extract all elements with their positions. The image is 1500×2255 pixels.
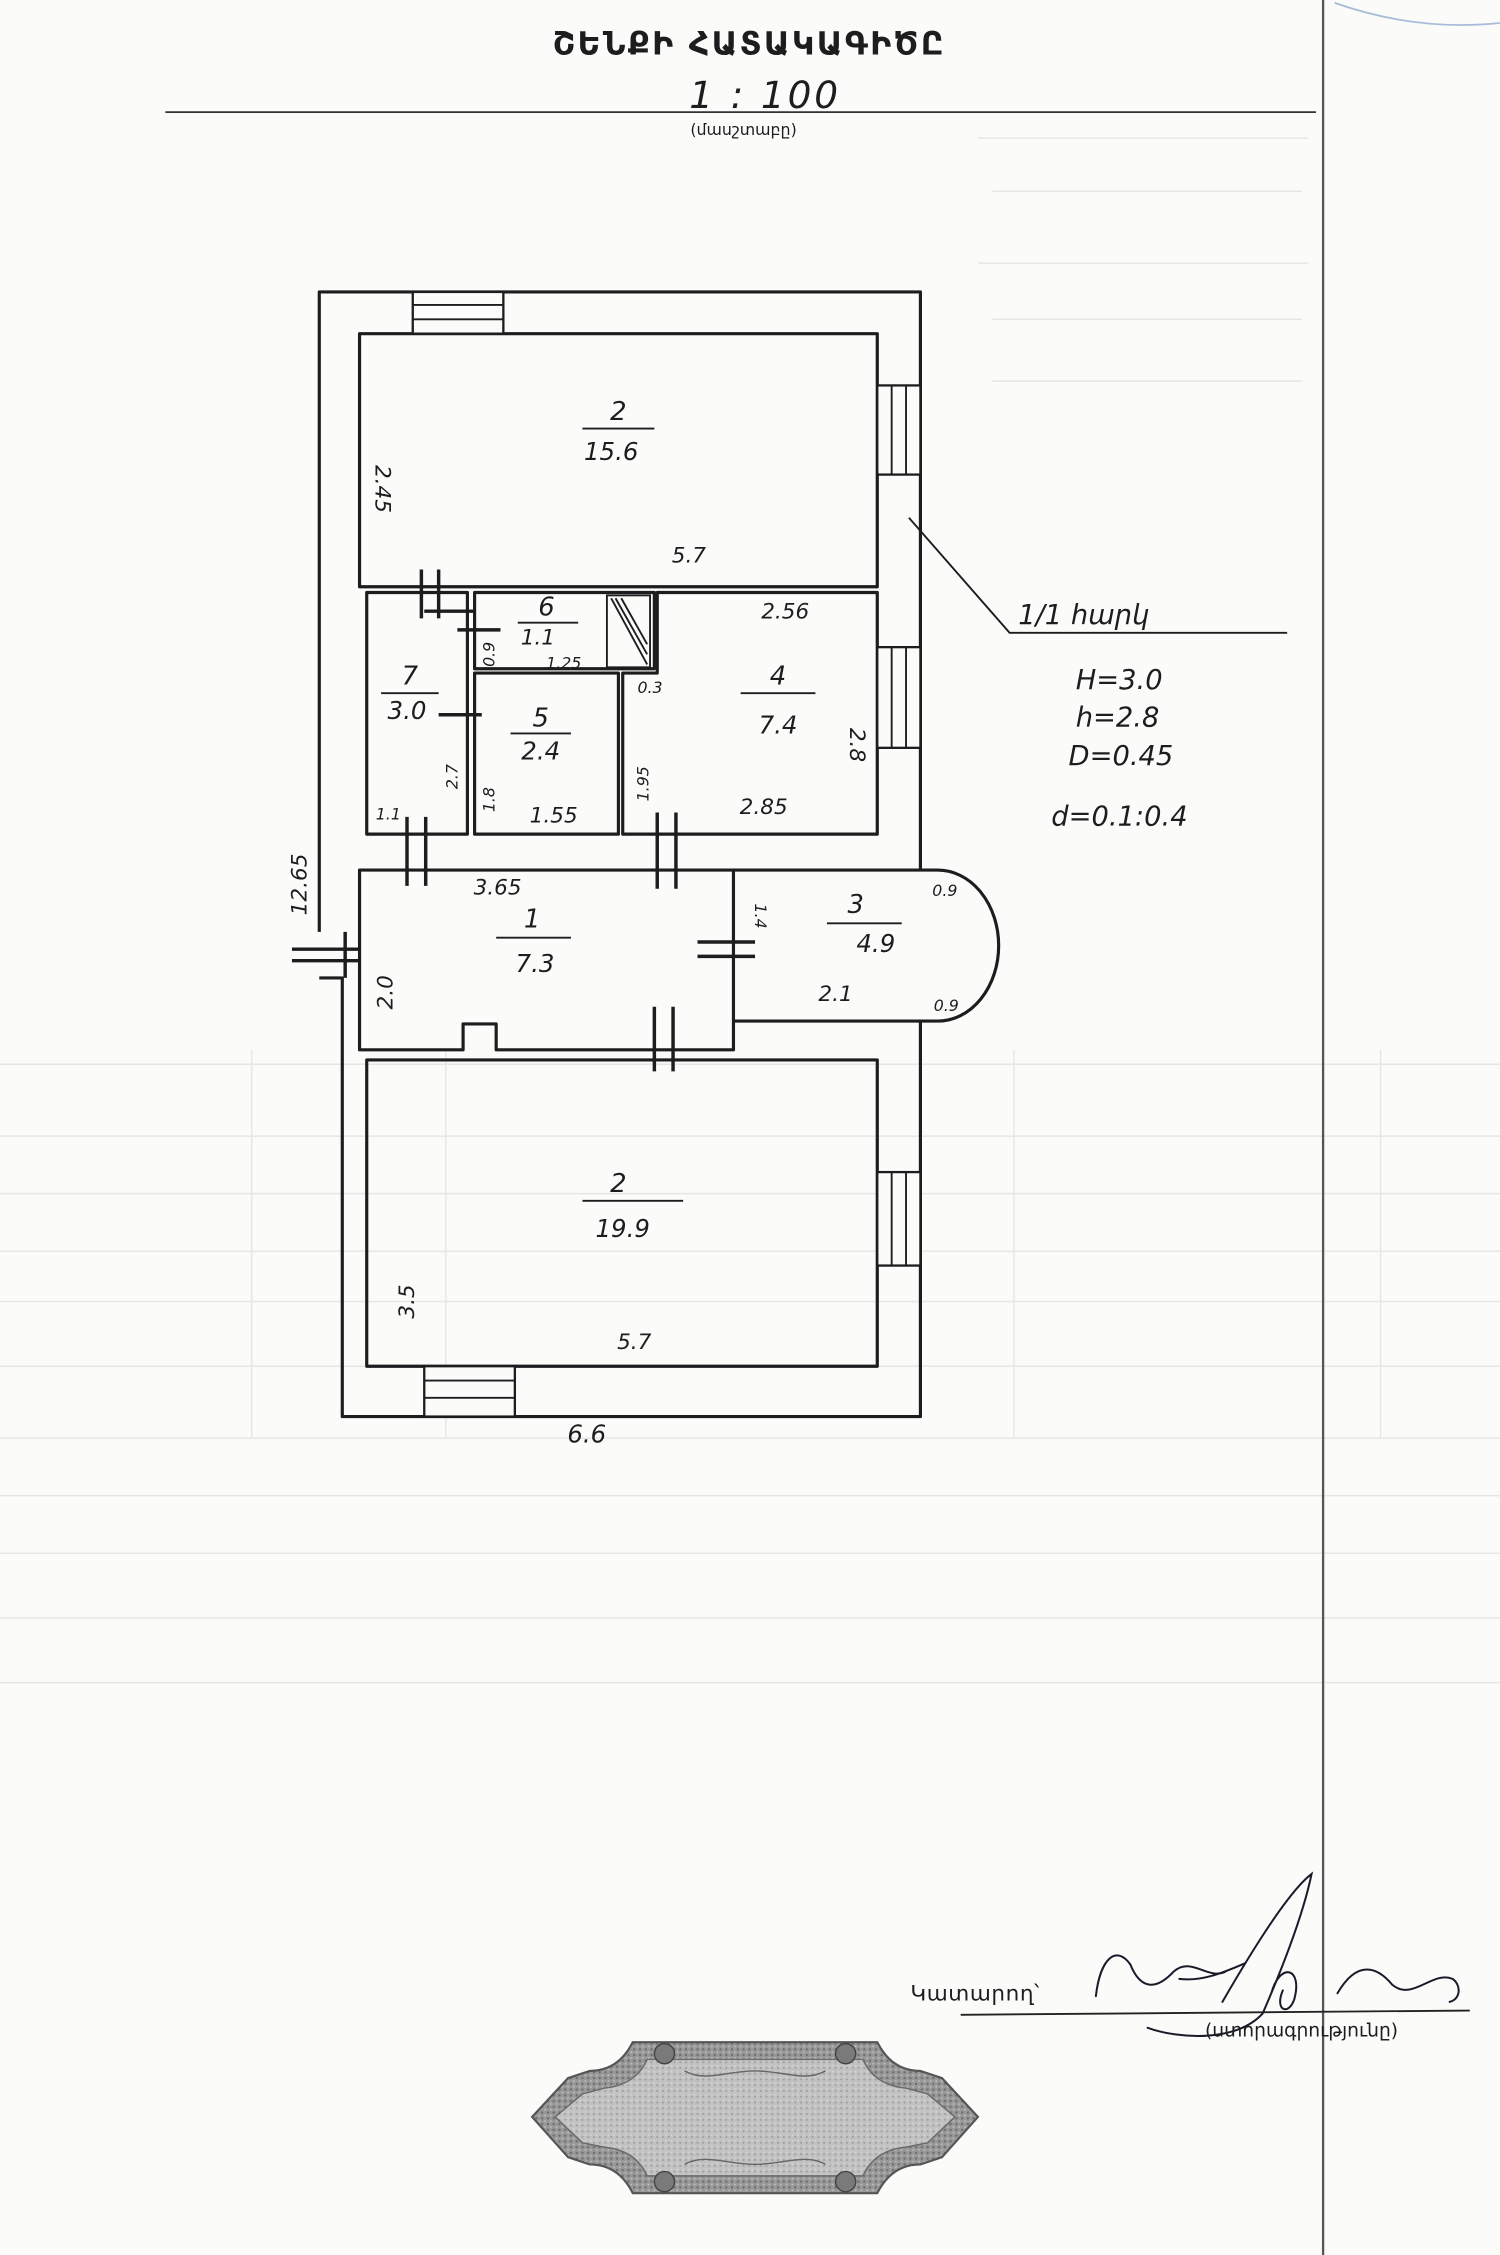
window xyxy=(876,646,922,749)
signature-block: Կատարող՝ (ստորագրությունը) xyxy=(910,1871,1470,2041)
outer-wall xyxy=(317,290,923,932)
dimension-label: 2.7 xyxy=(442,764,461,789)
floor-count: 1/1 հարկ xyxy=(1018,600,1149,631)
dimension-label: 1.95 xyxy=(634,766,653,801)
dimension-label: 5.7 xyxy=(672,543,707,568)
dimension-label: 3.5 xyxy=(395,1284,420,1318)
room-number: 2 xyxy=(610,1169,626,1199)
room-number: 3 xyxy=(847,890,863,920)
dimension-label: 0.3 xyxy=(637,678,662,697)
floor-annotation: 1/1 հարկ H=3.0 h=2.8 D=0.45 d=0.1:0.4 xyxy=(908,517,1288,832)
room-area: 2.4 xyxy=(521,736,560,765)
dimension-label: 0.9 xyxy=(932,881,957,900)
door xyxy=(405,816,428,886)
window xyxy=(876,1170,922,1267)
dimension-label: 6.6 xyxy=(567,1419,606,1448)
height-param: H=3.0 xyxy=(1076,665,1163,696)
room-number: 2 xyxy=(610,397,626,427)
bleed-through-lines xyxy=(0,137,1500,1684)
room-area: 1.1 xyxy=(521,625,555,650)
stove-box xyxy=(605,594,651,669)
room-outline xyxy=(473,671,620,836)
room-number: 7 xyxy=(402,662,419,692)
dimension-label: 1.25 xyxy=(546,654,581,673)
dimension-label: 0.9 xyxy=(934,996,959,1015)
document-title: ՇԵՆՔԻ ՀԱՏԱԿԱԳԻԾԸ xyxy=(553,27,946,63)
height-param: h=2.8 xyxy=(1076,702,1160,733)
signature-caption: (ստորագրությունը) xyxy=(1205,2020,1398,2041)
dimension-label: 12.65 xyxy=(287,854,312,916)
floor-plan: 2 15.6 6 1.1 7 3.0 5 2.4 4 7.4 1 7.3 3 4… xyxy=(287,290,1001,1448)
handwritten-signature xyxy=(1094,1871,1460,2038)
stove-hatch xyxy=(610,597,648,665)
room-area: 15.6 xyxy=(584,437,638,466)
wall-param: D=0.45 xyxy=(1069,741,1174,772)
door xyxy=(652,1006,675,1072)
room-number: 5 xyxy=(533,703,549,733)
signature-line xyxy=(960,2009,1470,2016)
window xyxy=(411,290,505,335)
room-outline xyxy=(621,590,879,836)
door xyxy=(655,812,678,889)
room-label-divider xyxy=(381,427,902,1202)
bay-wall xyxy=(733,868,1001,1023)
dimension-label: 1.55 xyxy=(530,804,578,829)
dimension-label: 5.7 xyxy=(617,1330,652,1355)
door xyxy=(438,628,501,717)
window xyxy=(423,1365,517,1418)
dimension-label: 1.8 xyxy=(480,787,499,812)
ornamental-cartouche xyxy=(530,2041,980,2195)
room-area: 7.4 xyxy=(759,710,798,739)
entrance-door xyxy=(291,931,360,978)
performer-label: Կատարող՝ xyxy=(910,1981,1040,2006)
dimension-label: 2.45 xyxy=(369,465,394,513)
room-area: 19.9 xyxy=(596,1214,650,1243)
room-area: 7.3 xyxy=(516,949,555,978)
dimension-label: 2.56 xyxy=(761,599,809,624)
dimension-label: 2.85 xyxy=(740,795,788,820)
stamp-edge xyxy=(1334,2,1500,26)
room-number: 6 xyxy=(538,593,554,623)
dimension-label: 1.4 xyxy=(751,904,770,929)
scale-caption: (մասշտաբը) xyxy=(690,120,796,139)
outer-wall xyxy=(319,976,923,1419)
dimension-label: 2.8 xyxy=(844,728,869,762)
window xyxy=(876,384,922,476)
room-number: 4 xyxy=(770,662,786,692)
door xyxy=(419,569,475,619)
leader-line xyxy=(908,517,1288,634)
room-outline xyxy=(357,868,736,1052)
dimension-label: 2.0 xyxy=(374,975,399,1009)
room-area: 4.9 xyxy=(856,929,895,958)
dimension-label: 0.9 xyxy=(480,642,499,667)
dimension-label: 3.65 xyxy=(474,876,522,901)
scale-value: 1 : 100 xyxy=(689,73,841,117)
dimension-label: 2.1 xyxy=(818,982,852,1007)
dimension-label: 1.1 xyxy=(376,805,401,824)
room-number: 1 xyxy=(524,905,540,935)
room-area: 3.0 xyxy=(388,696,427,725)
wall-param: d=0.1:0.4 xyxy=(1051,801,1187,832)
door xyxy=(697,940,756,959)
